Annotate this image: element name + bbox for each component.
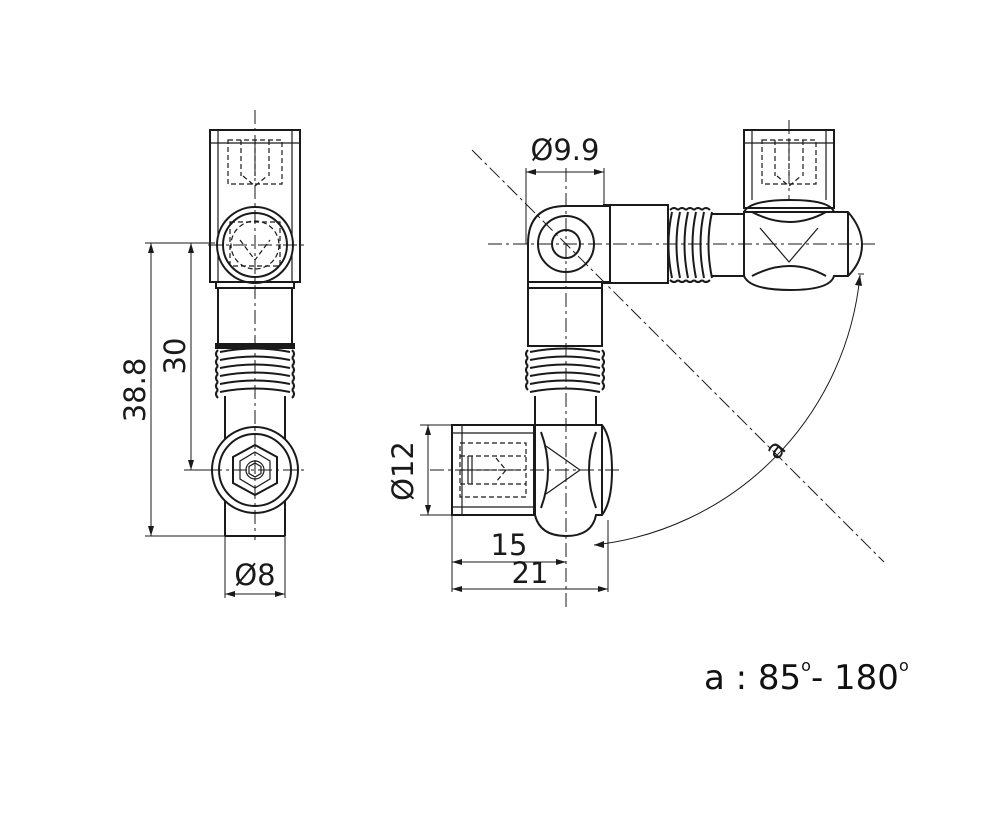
- dim-diameter-small: Ø8: [234, 558, 275, 592]
- angle-range-caption: a : 85o- 180o: [704, 656, 909, 698]
- dim-diameter-bore: Ø9.9: [531, 133, 600, 167]
- right-horizontal-spring: [667, 207, 713, 283]
- degree-symbol-2: o: [898, 656, 909, 675]
- degree-symbol-1: o: [801, 656, 811, 675]
- dim-width-outer: 21: [512, 556, 549, 590]
- caption-range: - 180: [810, 658, 899, 698]
- right-view: [430, 120, 885, 610]
- left-dimensions: [145, 242, 286, 598]
- dim-height-inner: 30: [158, 338, 192, 375]
- caption-prefix: a : 85: [704, 658, 802, 698]
- right-vertical-spring: [525, 347, 605, 393]
- dim-diameter-body: Ø12: [386, 441, 420, 501]
- left-view: [208, 110, 304, 540]
- dim-angle-symbol: a: [759, 434, 792, 465]
- right-dimensions: [420, 168, 864, 592]
- dim-height-outer: 38.8: [118, 358, 152, 423]
- dim-width-inner: 15: [491, 528, 528, 562]
